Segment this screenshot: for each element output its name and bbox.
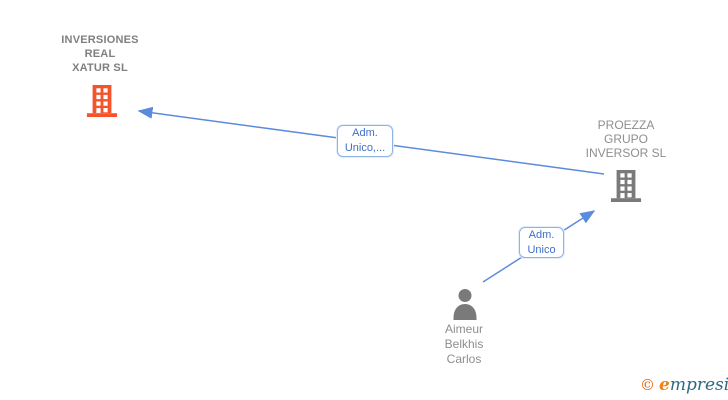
logo-brand-rest: mpresia — [669, 375, 728, 395]
copyright-icon: © — [640, 376, 655, 394]
node-label-aimeur-belkhis-carlos[interactable]: Aimeur Belkhis Carlos — [444, 322, 484, 366]
node-label-proezza-grupo-inversor-sl[interactable]: PROEZZA GRUPO INVERSOR SL — [585, 118, 667, 160]
edge-label-adm-unico[interactable]: Adm. Unico — [519, 227, 564, 258]
person-icon — [452, 288, 478, 325]
building-icon — [86, 84, 118, 123]
building-icon — [610, 169, 642, 208]
logo-brand-initial: e — [659, 375, 670, 395]
node-label-inversiones-real-xatur-sl[interactable]: INVERSIONES REAL XATUR SL — [61, 34, 139, 74]
edge-label-adm-unico-etc[interactable]: Adm. Unico,... — [337, 125, 393, 157]
empresia-logo: ©empresia — [640, 374, 728, 396]
